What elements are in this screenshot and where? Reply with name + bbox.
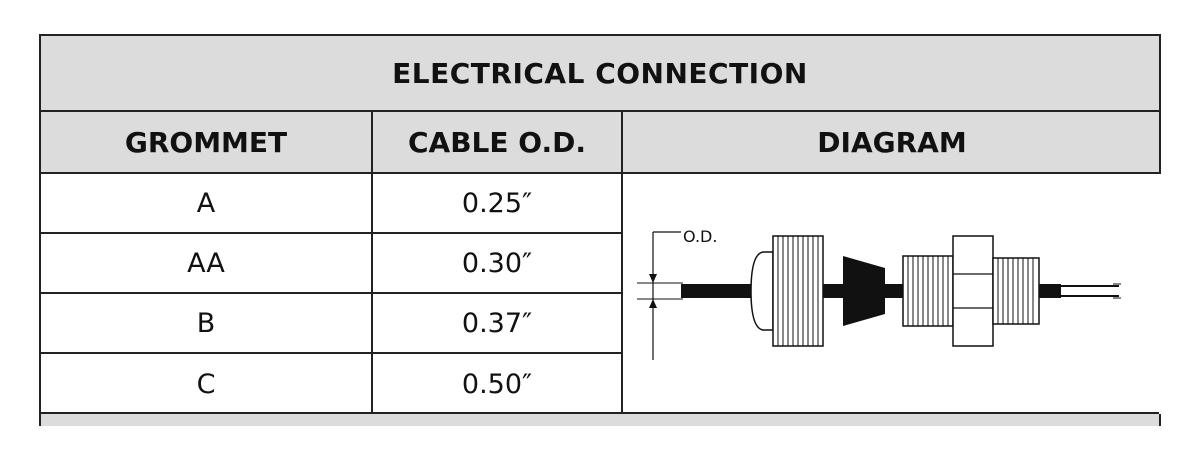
column-divider-1 [371, 112, 373, 414]
table-row-a-grommet: A [41, 174, 371, 232]
table-row-c-grommet: C [41, 354, 371, 414]
table-row-b-grommet: B [41, 294, 371, 352]
row-divider-2 [41, 292, 621, 294]
table-row-aa-grommet: AA [41, 234, 371, 292]
table-row-c-cable-od: 0.50″ [373, 354, 621, 414]
row-divider-1 [41, 232, 621, 234]
column-divider-2 [621, 112, 623, 414]
table-title: ELECTRICAL CONNECTION [41, 34, 1159, 112]
row-divider-3 [41, 352, 621, 354]
table-bottom-border [41, 412, 1159, 414]
header-diagram: DIAGRAM [623, 112, 1161, 174]
header-grommet: GROMMET [41, 112, 371, 174]
table-row-b-cable-od: 0.37″ [373, 294, 621, 352]
od-label: O.D. [683, 227, 717, 246]
header-cable-od: CABLE O.D. [373, 112, 621, 174]
table-row-a-cable-od: 0.25″ [373, 174, 621, 232]
electrical-connection-table: ELECTRICAL CONNECTION GROMMET CABLE O.D.… [39, 34, 1161, 426]
table-row-aa-cable-od: 0.30″ [373, 234, 621, 292]
cable-gland-illustration: O.D. [637, 227, 1121, 360]
connector-diagram: O.D. [623, 174, 1161, 414]
